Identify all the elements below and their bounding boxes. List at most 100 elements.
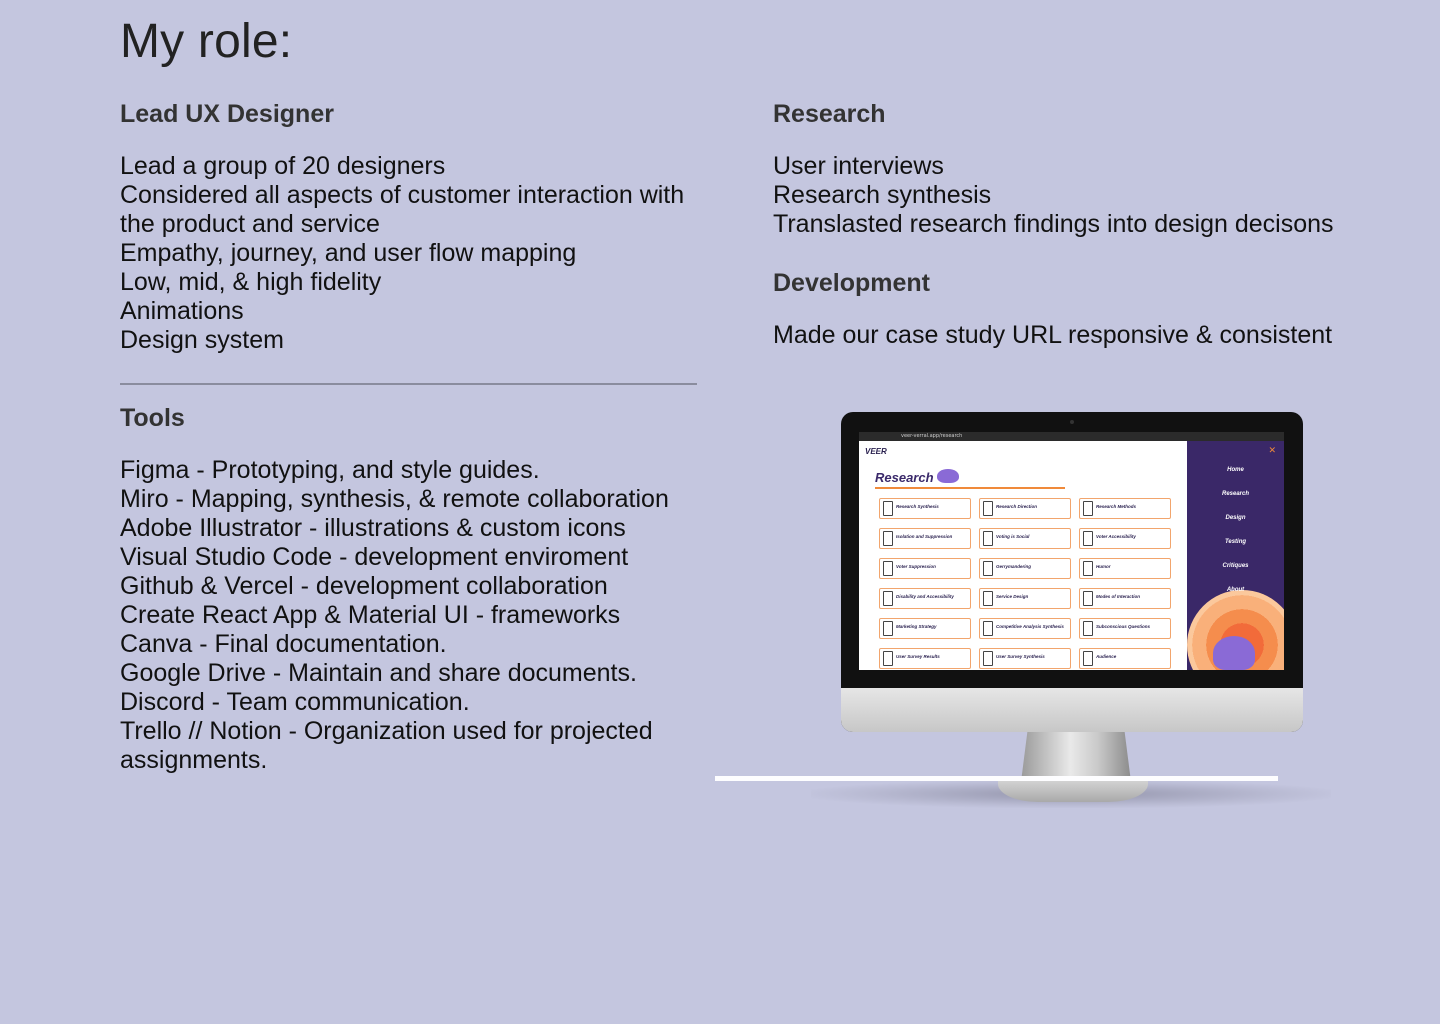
document-icon bbox=[883, 651, 893, 666]
document-card: User Survey Synthesis bbox=[979, 648, 1071, 669]
menu-item: About bbox=[1226, 587, 1245, 593]
tools-item: Discord - Team communication. bbox=[120, 688, 470, 716]
heading-underline bbox=[875, 487, 1065, 489]
imac-stand-foot bbox=[998, 778, 1148, 802]
tools-list: Figma - Prototyping, and style guides. M… bbox=[120, 456, 720, 775]
site-logo: VEER bbox=[865, 447, 887, 456]
document-icon bbox=[1083, 531, 1093, 546]
tools-item: Visual Studio Code - development envirom… bbox=[120, 543, 629, 571]
document-grid: Research Synthesis Research Direction Re… bbox=[879, 498, 1209, 669]
development-section: Development Made our case study URL resp… bbox=[773, 267, 1413, 350]
camera-dot bbox=[1070, 420, 1074, 424]
development-title: Development bbox=[773, 269, 930, 297]
lead-item: the product and service bbox=[120, 210, 380, 238]
document-label: Voter Suppression bbox=[896, 564, 936, 569]
document-label: Voter Accessibility bbox=[1096, 534, 1136, 539]
tools-item: Miro - Mapping, synthesis, & remote coll… bbox=[120, 485, 669, 513]
document-label: User Survey Synthesis bbox=[996, 654, 1045, 659]
document-card: User Survey Results bbox=[879, 648, 971, 669]
document-icon bbox=[1083, 561, 1093, 576]
lead-section: Lead UX Designer Lead a group of 20 desi… bbox=[120, 98, 720, 355]
site-heading: Research bbox=[875, 470, 934, 485]
imac-monitor: veer-verral.app/research VEER Research R… bbox=[841, 412, 1303, 732]
document-card: Modes of Interaction bbox=[1079, 588, 1171, 609]
close-icon: ✕ bbox=[1268, 445, 1276, 455]
document-icon bbox=[883, 501, 893, 516]
development-list: Made our case study URL responsive & con… bbox=[773, 321, 1413, 350]
document-icon bbox=[1083, 621, 1093, 636]
document-icon bbox=[983, 531, 993, 546]
research-title: Research bbox=[773, 100, 886, 128]
document-label: Marketing Strategy bbox=[896, 624, 937, 629]
document-icon bbox=[1083, 651, 1093, 666]
document-label: Humor bbox=[1096, 564, 1111, 569]
tools-title: Tools bbox=[120, 404, 185, 432]
document-card: Audience bbox=[1079, 648, 1171, 669]
tools-item: assignments. bbox=[120, 746, 268, 774]
lead-item: Animations bbox=[120, 297, 244, 325]
document-card: Marketing Strategy bbox=[879, 618, 971, 639]
mascot-icon bbox=[1213, 636, 1255, 670]
lead-item: Lead a group of 20 designers bbox=[120, 152, 446, 180]
mascot-icon bbox=[937, 469, 959, 483]
lead-item: Design system bbox=[120, 326, 284, 354]
imac-mockup: veer-verral.app/research VEER Research R… bbox=[715, 410, 1340, 810]
document-card: Disability and Accessibility bbox=[879, 588, 971, 609]
document-card: Voter Accessibility bbox=[1079, 528, 1171, 549]
development-item: Made our case study URL responsive & con… bbox=[773, 321, 1333, 349]
document-label: Gerrymandering bbox=[996, 564, 1032, 569]
menu-item: Research bbox=[1221, 491, 1250, 497]
menu-item: Design bbox=[1225, 515, 1246, 521]
tools-item: Canva - Final documentation. bbox=[120, 630, 447, 658]
menu-item: Critiques bbox=[1222, 563, 1249, 569]
document-card: Research Synthesis bbox=[879, 498, 971, 519]
document-card: Service Design bbox=[979, 588, 1071, 609]
lead-item: Considered all aspects of customer inter… bbox=[120, 181, 685, 209]
document-icon bbox=[983, 651, 993, 666]
document-icon bbox=[883, 591, 893, 606]
document-icon bbox=[983, 591, 993, 606]
tools-item: Google Drive - Maintain and share docume… bbox=[120, 659, 637, 687]
document-card: Subconscious Questions bbox=[1079, 618, 1171, 639]
document-label: Modes of Interaction bbox=[1096, 594, 1141, 599]
lead-title: Lead UX Designer bbox=[120, 100, 334, 128]
document-label: Subconscious Questions bbox=[1096, 624, 1151, 629]
tools-item: Adobe Illustrator - illustrations & cust… bbox=[120, 514, 626, 542]
document-label: Competitive Analysis Synthesis bbox=[996, 624, 1064, 629]
document-icon bbox=[983, 561, 993, 576]
document-card: Gerrymandering bbox=[979, 558, 1071, 579]
document-icon bbox=[1083, 501, 1093, 516]
document-card: Research Direction bbox=[979, 498, 1071, 519]
tools-section: Tools Figma - Prototyping, and style gui… bbox=[120, 402, 720, 775]
tools-item: Trello // Notion - Organization used for… bbox=[120, 717, 653, 745]
menu-item: Home bbox=[1227, 467, 1244, 473]
section-divider bbox=[120, 383, 697, 385]
document-label: Research Direction bbox=[996, 504, 1038, 509]
document-card: Research Methods bbox=[1079, 498, 1171, 519]
side-menu: ✕ Home Research Design Testing Critiques… bbox=[1187, 441, 1284, 670]
research-item: User interviews bbox=[773, 152, 944, 180]
document-icon bbox=[1083, 591, 1093, 606]
research-item: Translasted research findings into desig… bbox=[773, 210, 1334, 238]
lead-item: Empathy, journey, and user flow mapping bbox=[120, 239, 577, 267]
document-label: Audience bbox=[1096, 654, 1117, 659]
research-item: Research synthesis bbox=[773, 181, 992, 209]
document-label: User Survey Results bbox=[896, 654, 940, 659]
document-icon bbox=[883, 531, 893, 546]
tools-item: Create React App & Material UI - framewo… bbox=[120, 601, 621, 629]
document-icon bbox=[883, 621, 893, 636]
lead-list: Lead a group of 20 designers Considered … bbox=[120, 152, 720, 355]
document-icon bbox=[883, 561, 893, 576]
menu-item: Testing bbox=[1224, 539, 1247, 545]
document-label: Voting is Social bbox=[996, 534, 1030, 539]
document-label: Disability and Accessibility bbox=[896, 594, 954, 599]
document-card: Isolation and Suppression bbox=[879, 528, 971, 549]
shelf-line bbox=[715, 776, 1278, 781]
tools-item: Figma - Prototyping, and style guides. bbox=[120, 456, 540, 484]
document-icon bbox=[983, 501, 993, 516]
document-card: Voter Suppression bbox=[879, 558, 971, 579]
imac-chin bbox=[841, 688, 1303, 732]
document-label: Research Synthesis bbox=[896, 504, 939, 509]
browser-toolbar: veer-verral.app/research bbox=[859, 432, 1284, 441]
browser-url: veer-verral.app/research bbox=[901, 433, 963, 439]
